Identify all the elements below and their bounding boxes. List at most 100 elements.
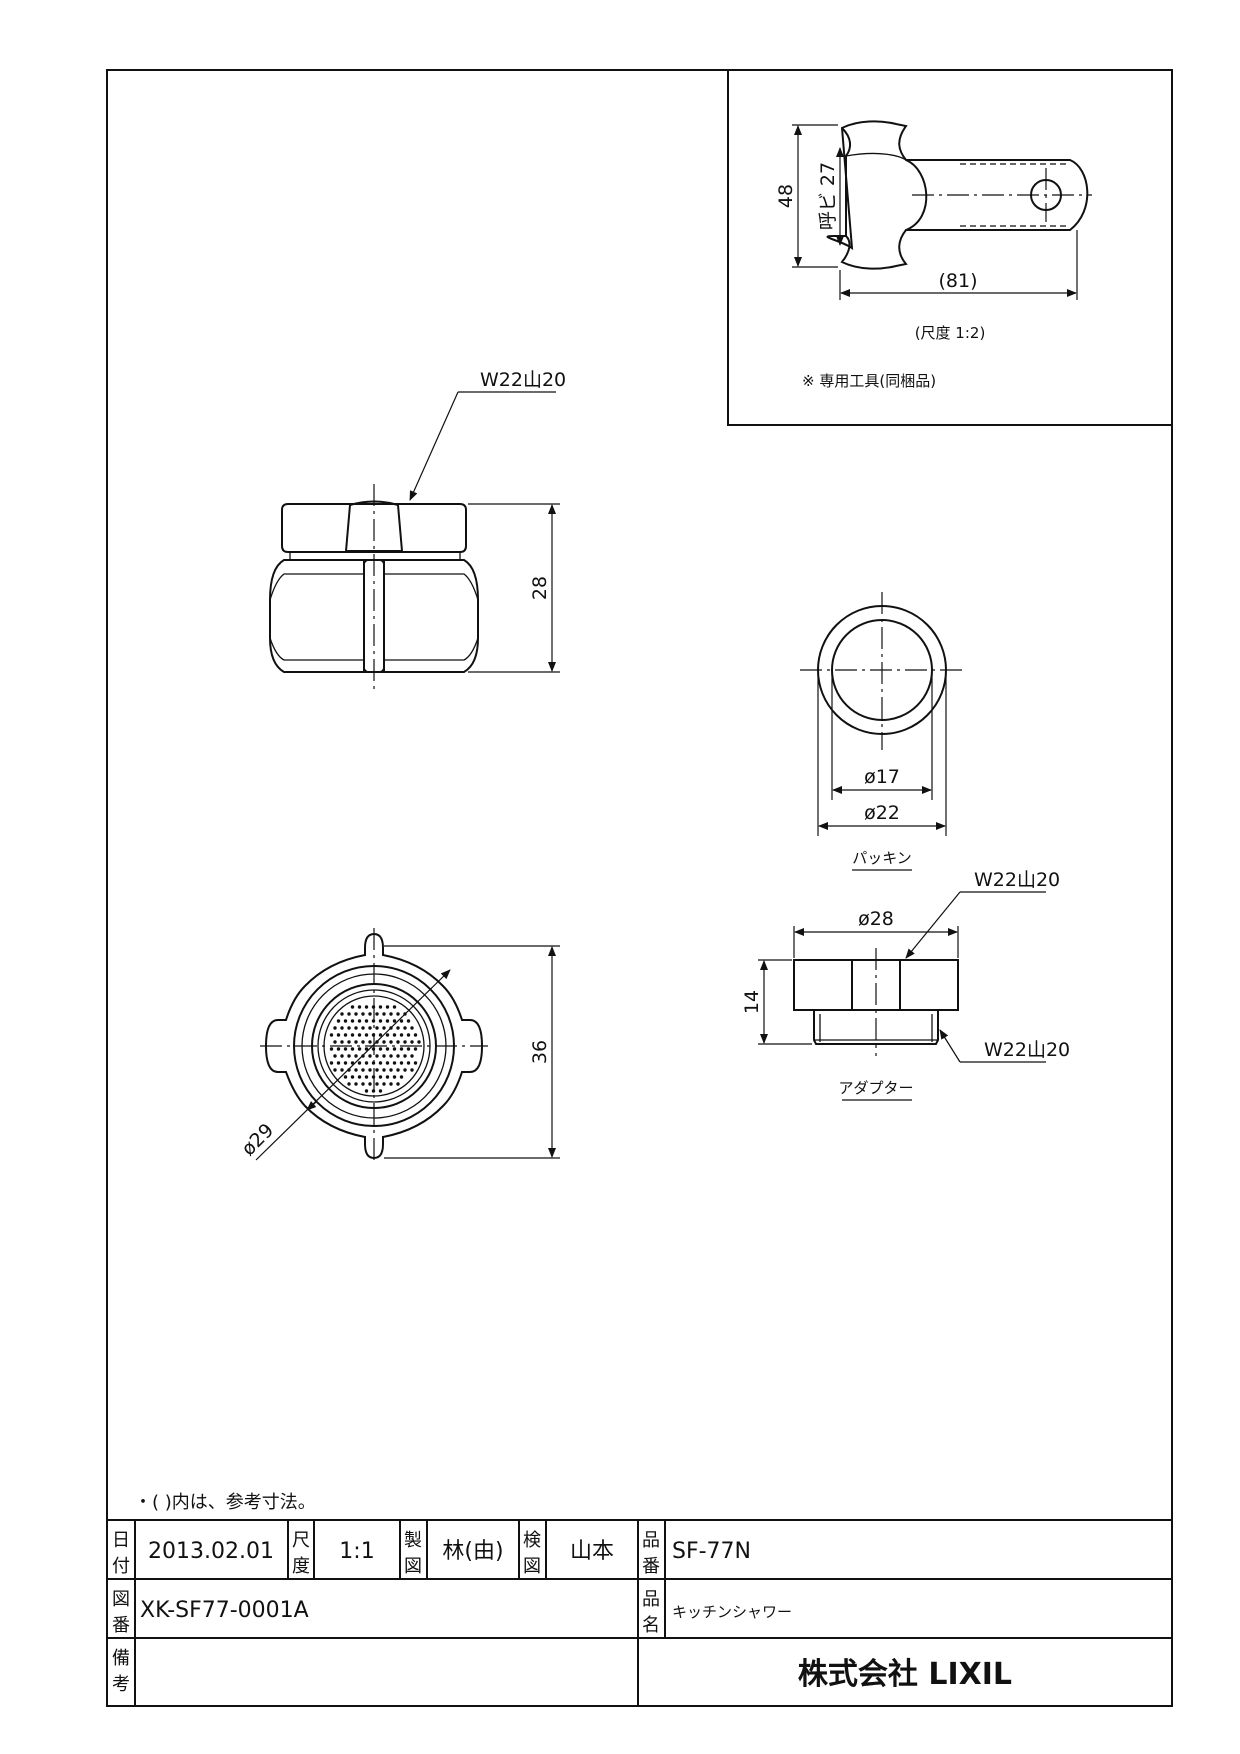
drawing-no-value: XK-SF77-0001A xyxy=(140,1598,309,1623)
spray-hole xyxy=(392,1033,397,1037)
spray-hole xyxy=(385,1005,390,1009)
spray-hole xyxy=(392,1075,397,1079)
drafter-head: 製 xyxy=(404,1530,422,1551)
spray-hole xyxy=(364,1075,369,1079)
spray-hole xyxy=(392,1019,397,1023)
spray-hole xyxy=(333,1054,337,1058)
spray-hole xyxy=(375,1082,379,1086)
company-logo: 株式会社 LIXIL xyxy=(798,1657,1012,1692)
adapter-bottom-thread-label: W22山20 xyxy=(984,1039,1070,1061)
spray-hole xyxy=(396,1068,400,1072)
spray-hole xyxy=(368,1082,372,1086)
spray-hole xyxy=(368,1040,372,1044)
spray-hole xyxy=(347,1012,351,1016)
drafter-head-2: 図 xyxy=(404,1556,422,1577)
spray-hole xyxy=(410,1040,414,1044)
bottom-height-label: 36 xyxy=(529,1040,551,1064)
spray-hole xyxy=(375,1012,379,1016)
spray-hole xyxy=(375,1068,379,1072)
spray-hole xyxy=(347,1040,351,1044)
spray-hole xyxy=(336,1047,341,1051)
spray-hole xyxy=(392,1005,397,1009)
spray-hole xyxy=(347,1054,351,1058)
spray-hole xyxy=(368,1026,372,1030)
spray-hole xyxy=(364,1089,369,1093)
date-head: 日 xyxy=(112,1530,130,1551)
sheet-border xyxy=(106,69,1173,1707)
spray-hole xyxy=(399,1061,404,1065)
checker-value: 山本 xyxy=(570,1539,614,1564)
product-name-value: キッチンシャワー xyxy=(672,1603,792,1621)
packing-name: パッキン xyxy=(852,849,912,867)
adapter-diameter-label: ø28 xyxy=(858,908,894,930)
spray-hole xyxy=(361,1068,365,1072)
spray-hole xyxy=(336,1033,341,1037)
spray-hole xyxy=(399,1075,404,1079)
spray-hole xyxy=(329,1061,334,1065)
spray-hole xyxy=(371,1019,376,1023)
spray-hole xyxy=(357,1005,362,1009)
spray-hole xyxy=(333,1040,337,1044)
spray-hole xyxy=(357,1061,362,1065)
spray-hole xyxy=(343,1061,348,1065)
spray-hole xyxy=(350,1019,355,1023)
spray-hole xyxy=(343,1033,348,1037)
remarks-head-2: 考 xyxy=(112,1674,130,1695)
spray-hole xyxy=(354,1026,358,1030)
spray-hole xyxy=(378,1005,383,1009)
spray-hole xyxy=(385,1019,390,1023)
packing-inner-label: ø17 xyxy=(864,766,900,788)
drafter-value: 林(由) xyxy=(442,1539,503,1564)
spray-hole xyxy=(385,1075,390,1079)
spray-hole xyxy=(364,1061,369,1065)
spray-hole xyxy=(378,1047,383,1051)
drawing-no-head: 図 xyxy=(112,1589,130,1610)
spray-hole xyxy=(385,1047,390,1051)
spray-hole xyxy=(396,1082,400,1086)
spray-hole xyxy=(389,1040,393,1044)
spray-hole xyxy=(389,1012,393,1016)
spray-hole xyxy=(357,1033,362,1037)
spray-hole xyxy=(378,1033,383,1037)
spray-hole xyxy=(340,1054,344,1058)
spray-hole xyxy=(403,1068,407,1072)
spray-hole xyxy=(378,1089,383,1093)
spray-hole xyxy=(396,1040,400,1044)
spray-hole xyxy=(368,1068,372,1072)
checker-head-2: 図 xyxy=(523,1556,541,1577)
spray-hole xyxy=(410,1068,414,1072)
spray-hole xyxy=(347,1026,351,1030)
spray-hole xyxy=(378,1061,383,1065)
spray-hole xyxy=(336,1019,341,1023)
spray-hole xyxy=(396,1012,400,1016)
spray-hole xyxy=(392,1061,397,1065)
spray-hole xyxy=(382,1082,386,1086)
spray-hole xyxy=(389,1068,393,1072)
spray-hole xyxy=(399,1033,404,1037)
date-value: 2013.02.01 xyxy=(148,1539,274,1564)
drawing-no-head-2: 番 xyxy=(112,1615,130,1636)
title-block: 日 付 2013.02.01 尺 度 1:1 製 図 林(由) 検 図 山本 品… xyxy=(107,1519,1172,1706)
spray-hole xyxy=(378,1019,383,1023)
main-body-bottom-view: ø29 36 xyxy=(237,928,560,1164)
product-name-head-2: 名 xyxy=(642,1615,660,1636)
adapter-top-thread-label: W22山20 xyxy=(974,869,1060,891)
perforation-pattern xyxy=(329,1005,421,1093)
tool-view: 48 呼ビ 27 (81) (尺度 1:2) ※ 専用工具(同梱品) xyxy=(727,69,1173,426)
spray-hole xyxy=(413,1033,418,1037)
adapter-view: ø28 W22山20 14 W22山20 アダプター xyxy=(741,869,1070,1101)
spray-hole xyxy=(382,1026,386,1030)
spray-hole xyxy=(361,1026,365,1030)
tool-height-label: 48 xyxy=(775,184,797,208)
spray-hole xyxy=(357,1075,362,1079)
spray-hole xyxy=(406,1019,411,1023)
spray-hole xyxy=(364,1005,369,1009)
product-no-head: 品 xyxy=(642,1530,660,1551)
tool-width-label: 呼ビ 27 xyxy=(817,162,839,230)
product-name-head: 品 xyxy=(642,1589,660,1610)
spray-hole xyxy=(396,1054,400,1058)
packing-view: ø17 ø22 パッキン xyxy=(800,592,964,871)
spray-hole xyxy=(357,1047,362,1051)
spray-hole xyxy=(399,1019,404,1023)
